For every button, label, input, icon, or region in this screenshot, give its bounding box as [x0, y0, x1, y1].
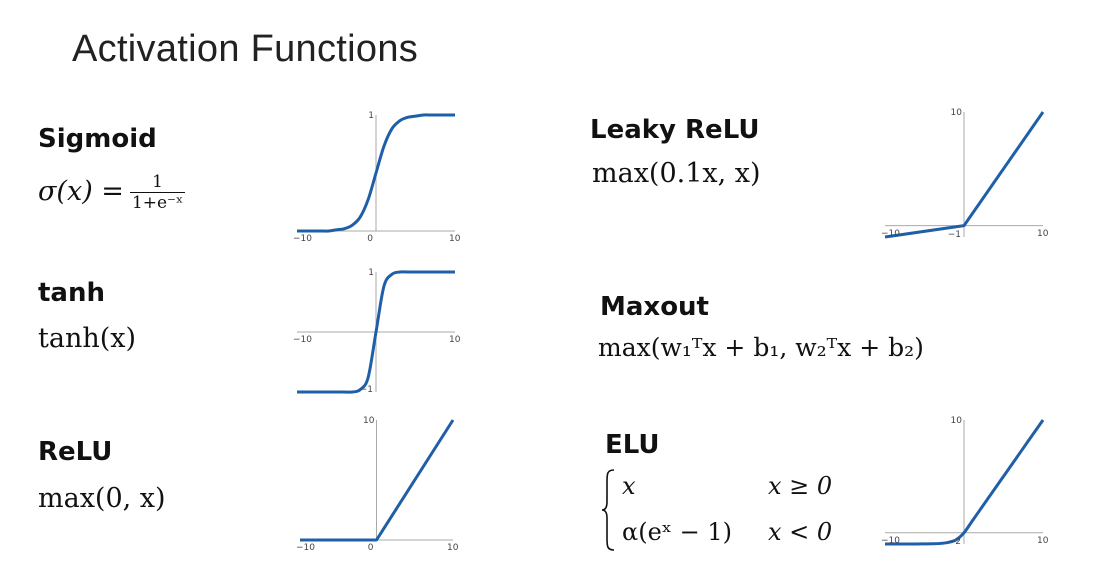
- sigmoid-curve: [296, 113, 455, 233]
- tanh-formula: tanh(x): [38, 323, 137, 354]
- x-tick-label-max: 10: [449, 234, 461, 244]
- relu-name: ReLU: [38, 437, 113, 467]
- x-tick-label-min: −10: [293, 335, 312, 345]
- relu-formula: max(0, x): [38, 483, 166, 514]
- maxout-name: Maxout: [600, 292, 709, 322]
- elu-case1-expr: x: [622, 472, 636, 500]
- tanh-plot: [297, 270, 455, 394]
- x-tick-label-min: −10: [296, 543, 315, 553]
- elu-chart: −10 10 10 −2: [881, 416, 1048, 547]
- relu-plot: [300, 419, 455, 542]
- elu-case1-cond: x ≥ 0: [768, 472, 833, 500]
- x-tick-label-min: −10: [881, 228, 900, 239]
- x-tick-label-max: 10: [1037, 535, 1049, 546]
- relu-chart: −10 10 10 0: [296, 416, 458, 553]
- leaky-plot: [884, 111, 1045, 239]
- leaky-relu-name: Leaky ReLU: [590, 115, 760, 145]
- y-tick-label-max: 1: [368, 268, 374, 278]
- sigmoid-name: Sigmoid: [38, 124, 157, 154]
- y-tick-label-max: 1: [368, 111, 374, 121]
- x-tick-label-min: −10: [293, 234, 312, 244]
- slide-title: Activation Functions: [72, 28, 419, 70]
- y-tick-label-max: 10: [950, 416, 962, 426]
- elu-case2-cond: x < 0: [768, 518, 833, 546]
- elu-curve: [885, 419, 1045, 546]
- tanh-curve: [297, 270, 455, 394]
- y-tick-label-min: 0: [367, 543, 374, 553]
- sigmoid-denominator: 1+e⁻ˣ: [131, 193, 184, 213]
- tanh-chart: −10 10 1 −1: [293, 268, 460, 395]
- x-tick-label-max: 10: [447, 543, 459, 553]
- tanh-name: tanh: [38, 278, 105, 308]
- elu-plot: [885, 419, 1045, 546]
- y-tick-label-min: −1: [359, 385, 373, 395]
- y-tick-label-max: 10: [950, 108, 962, 118]
- x-tick-label-min: −10: [881, 535, 900, 546]
- x-tick-label-max: 10: [1037, 228, 1049, 239]
- brace-icon: [601, 469, 615, 551]
- elu-case2-expr: α(eˣ − 1): [622, 518, 732, 546]
- y-tick-label-max: 10: [363, 416, 375, 426]
- maxout-formula: max(w₁ᵀx + b₁, w₂ᵀx + b₂): [598, 333, 924, 362]
- relu-curve: [300, 419, 455, 542]
- y-tick-label-min: −1: [947, 230, 961, 240]
- leaky-relu-formula: max(0.1x, x): [592, 158, 761, 189]
- elu-name: ELU: [605, 430, 660, 460]
- x-tick-label-max: 10: [449, 335, 461, 345]
- leaky-curve: [884, 111, 1045, 239]
- sigmoid-numerator: 1: [129, 172, 186, 193]
- y-tick-label-min: −2: [947, 537, 961, 547]
- sigmoid-plot: [296, 113, 455, 233]
- sigmoid-formula-lhs: σ(x) =: [38, 176, 124, 207]
- leaky-relu-chart: −10 10 10 −1: [881, 108, 1048, 240]
- y-tick-label-min: 0: [367, 234, 373, 244]
- elu-formula: x x ≥ 0 α(eˣ − 1) x < 0: [600, 468, 850, 558]
